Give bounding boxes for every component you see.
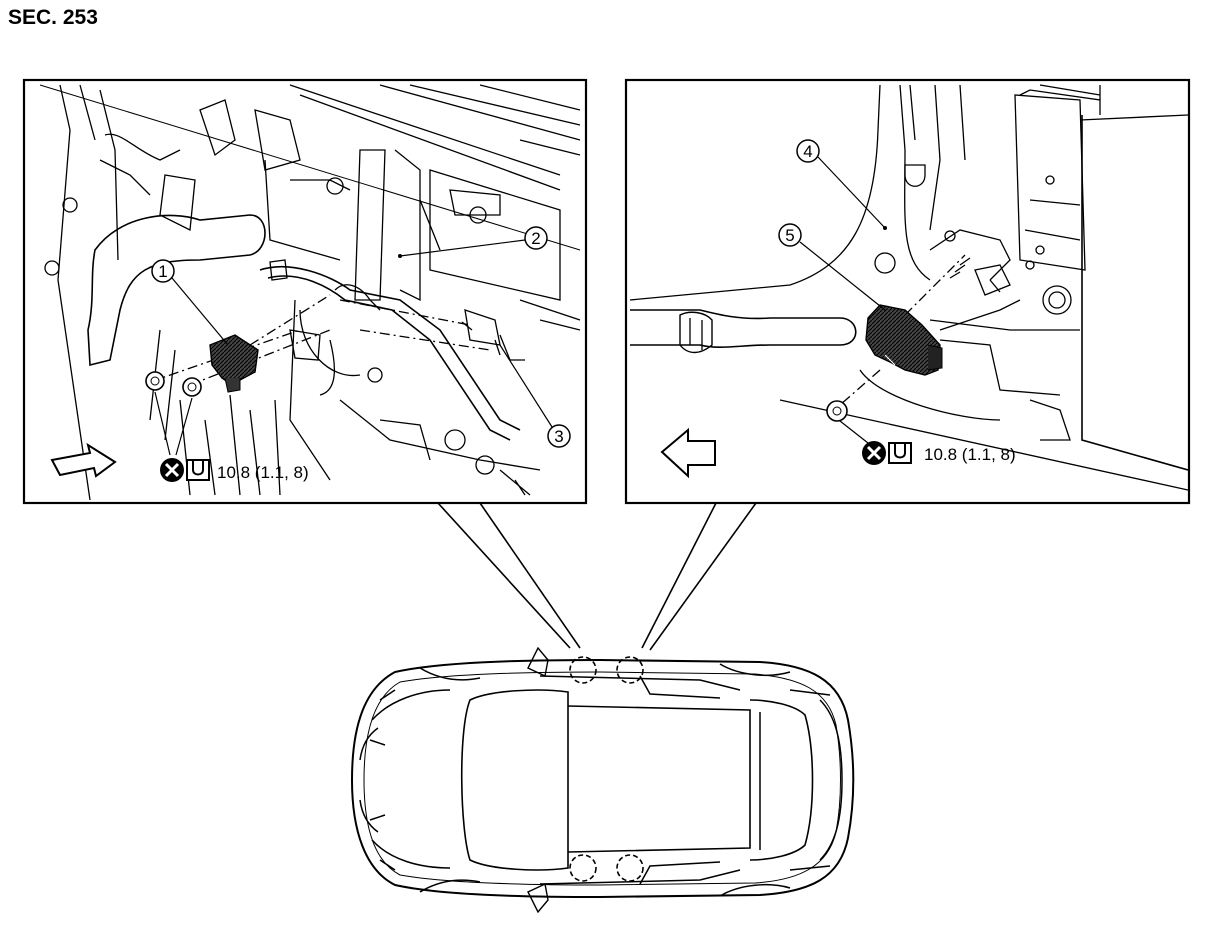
torque-wrench-icon (186, 459, 210, 481)
left-panel-drawing (39, 84, 581, 501)
location-marker-rear-right (616, 854, 644, 882)
do-not-reuse-icon-right (862, 441, 886, 465)
location-marker-front-right (569, 854, 597, 882)
left-panel-frame (22, 78, 588, 505)
location-marker-rear-left (616, 656, 644, 684)
sensor-location-markers (569, 656, 644, 882)
crash-zone-sensor-right (865, 304, 943, 376)
vehicle-top-view-icon (350, 646, 855, 914)
svg-text:5: 5 (785, 226, 794, 245)
section-label: SEC. 253 (8, 6, 98, 29)
nut-left-2 (182, 377, 202, 397)
right-detail-panel: 4 5 10.8 (1.1, 8) (624, 78, 1191, 505)
front-arrow-icon (50, 442, 117, 478)
torque-value-left: 10.8 (1.1, 8) (217, 463, 309, 482)
callout-4: 4 (796, 139, 887, 230)
left-detail-panel: 1 2 3 10.8 (1.1, 8) (22, 78, 588, 505)
callout-1: 1 (151, 259, 229, 346)
nut-left-1 (145, 371, 165, 391)
do-not-reuse-icon (160, 458, 184, 482)
nut-right (826, 400, 848, 422)
callout-5: 5 (778, 223, 886, 311)
callout-2: 2 (398, 226, 548, 258)
front-arrow-icon-right (660, 427, 716, 479)
svg-text:4: 4 (803, 142, 812, 161)
crash-zone-sensor-left (209, 334, 259, 393)
svg-text:1: 1 (158, 262, 167, 281)
location-marker-front-left (569, 656, 597, 684)
torque-value-right: 10.8 (1.1, 8) (924, 445, 1016, 464)
torque-wrench-icon-right (888, 442, 912, 464)
leader-lines (437, 502, 757, 651)
svg-text:3: 3 (554, 427, 563, 446)
right-panel-drawing (629, 84, 1188, 491)
svg-text:2: 2 (531, 229, 540, 248)
right-panel-frame (624, 78, 1191, 505)
callout-3: 3 (499, 344, 571, 448)
